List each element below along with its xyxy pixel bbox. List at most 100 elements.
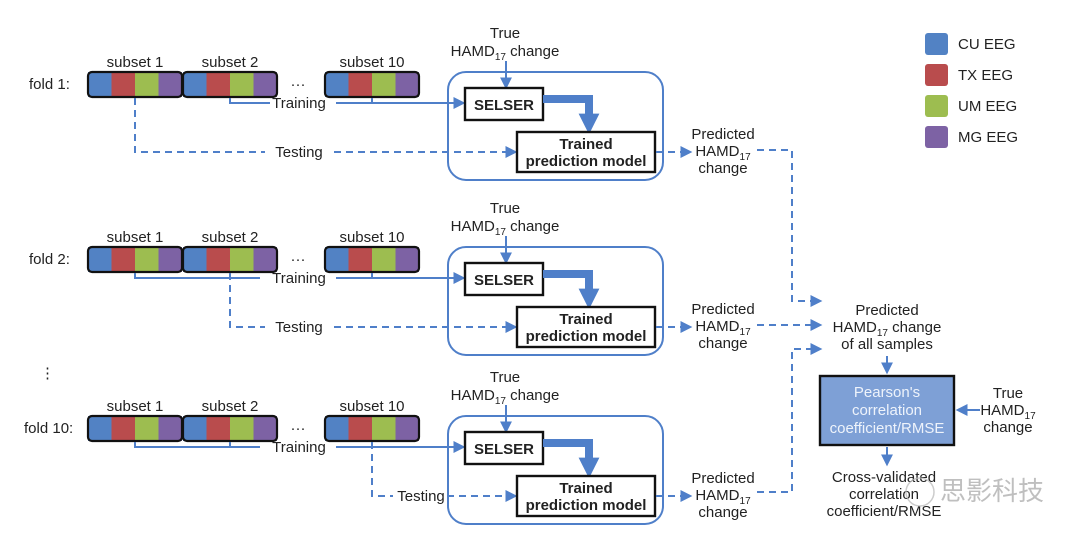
subset-outline [323, 245, 421, 274]
eeg-cell [230, 72, 254, 97]
fold-label: fold 1: [29, 76, 70, 93]
model-frame [447, 71, 664, 181]
predicted-line1: Predicted [691, 301, 754, 318]
eeg-cell [135, 247, 159, 272]
subset-label: subset 10 [339, 398, 404, 415]
eeg-cell [325, 416, 349, 441]
selser-box [463, 430, 545, 466]
metric-box: Pearson's correlation coefficient/RMSE [818, 374, 956, 447]
subset-outline [181, 245, 279, 274]
model-frame [447, 246, 664, 356]
true-label-line2: HAMD17 change [451, 43, 560, 63]
metric-line1: Pearson's [854, 384, 920, 401]
selser-label: SELSER [474, 272, 534, 289]
eeg-cell [111, 416, 135, 441]
fold-label: fold 10: [24, 420, 73, 437]
training-label: Training [272, 270, 326, 287]
eeg-cell [111, 72, 135, 97]
subset-bar [323, 70, 421, 99]
eeg-cell [230, 416, 254, 441]
eeg-cell [158, 72, 182, 97]
trained-model-box [515, 130, 657, 174]
legend-item: TX EEG [925, 64, 1013, 86]
eeg-cell [88, 247, 112, 272]
eeg-cell [206, 247, 230, 272]
true-hamd-right: True HAMD17 change [980, 385, 1036, 436]
vertical-ellipsis: ⋮ [40, 365, 55, 382]
selser-box [463, 86, 545, 122]
eeg-cell [253, 72, 277, 97]
eeg-cell [372, 72, 396, 97]
legend-swatch [925, 64, 948, 86]
true-right-line1: True [993, 385, 1023, 402]
training-line-left [134, 442, 260, 448]
metric-line2: correlation [852, 402, 922, 419]
subset-bar [323, 414, 421, 443]
true-label-line2: HAMD17 change [451, 218, 560, 238]
predicted-line2: HAMD17 [695, 318, 751, 338]
selser-label: SELSER [474, 97, 534, 114]
legend-label: TX EEG [958, 67, 1013, 84]
trained-model-box [515, 474, 657, 518]
trained-label-line1: Trained [559, 311, 612, 328]
eeg-cell [253, 416, 277, 441]
fold-label: fold 2: [29, 251, 70, 268]
subset-label: subset 1 [107, 229, 164, 246]
legend-item: UM EEG [925, 95, 1017, 117]
eeg-cell [348, 416, 372, 441]
trained-label-line2: prediction model [526, 497, 647, 514]
fold1-to-aggregate-connector [757, 149, 823, 307]
eeg-cell [395, 247, 419, 272]
legend-label: MG EEG [958, 129, 1018, 146]
eeg-cell [372, 247, 396, 272]
predicted-line1: Predicted [691, 126, 754, 143]
eeg-cell [111, 247, 135, 272]
trained-label-line1: Trained [559, 136, 612, 153]
testing-line-left [371, 442, 393, 497]
eeg-cell [206, 416, 230, 441]
legend-swatch [925, 33, 948, 55]
eeg-cell [325, 247, 349, 272]
training-line-left [134, 273, 260, 279]
cross-validated-result: Cross-validated correlation coefficient/… [827, 469, 942, 520]
predicted-line1: Predicted [691, 470, 754, 487]
subset-bar [86, 245, 184, 274]
eeg-cell [183, 72, 207, 97]
eeg-cell [395, 72, 419, 97]
eeg-cell [158, 416, 182, 441]
eeg-cell [395, 416, 419, 441]
true-label-line1: True [490, 25, 520, 42]
eeg-cell [348, 247, 372, 272]
horizontal-ellipsis: ··· [291, 76, 306, 93]
subset-label: subset 1 [107, 398, 164, 415]
subset-bar [181, 414, 279, 443]
eeg-cell [253, 247, 277, 272]
eeg-cell [88, 416, 112, 441]
legend-label: UM EEG [958, 98, 1017, 115]
testing-label: Testing [275, 144, 323, 161]
legend-swatch [925, 126, 948, 148]
result-line3: coefficient/RMSE [827, 503, 942, 520]
eeg-cell [372, 416, 396, 441]
predicted-line2: HAMD17 [695, 143, 751, 163]
subset-outline [181, 70, 279, 99]
aggregate-line3: of all samples [841, 336, 933, 353]
watermark-text: 思影科技 [940, 476, 1044, 506]
training-label: Training [272, 95, 326, 112]
horizontal-ellipsis: ··· [291, 420, 306, 437]
wechat-icon [905, 477, 935, 507]
subset-bar [181, 70, 279, 99]
trained-label-line2: prediction model [526, 328, 647, 345]
testing-label: Testing [397, 488, 445, 505]
subset-bar [86, 70, 184, 99]
aggregate-line2: HAMD17 change [833, 319, 942, 339]
eeg-cell [325, 72, 349, 97]
watermark: 思影科技 [905, 476, 1044, 507]
predicted-line2: HAMD17 [695, 487, 751, 507]
training-line-left [229, 98, 270, 104]
